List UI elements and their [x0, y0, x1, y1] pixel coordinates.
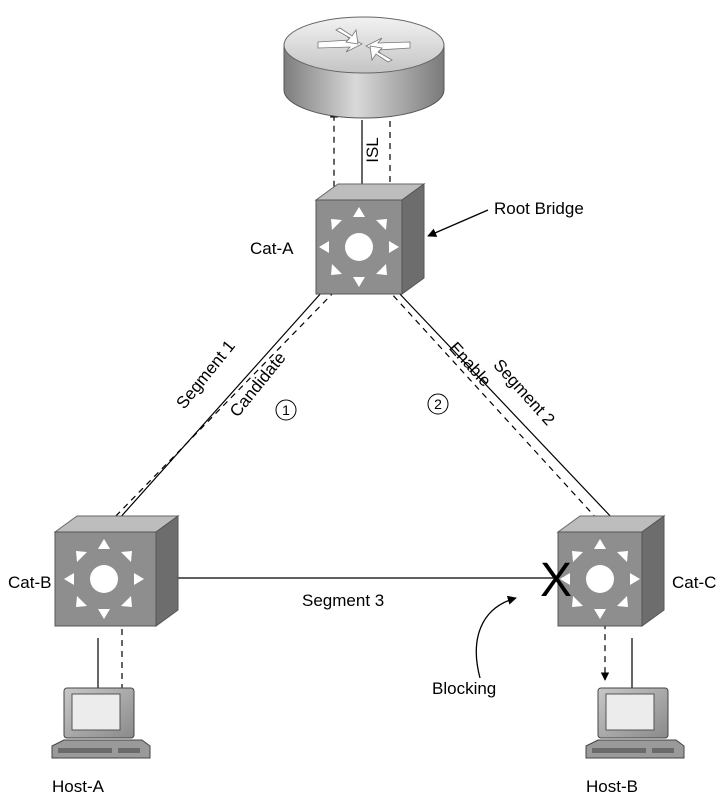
segment-1-line — [117, 291, 323, 521]
segment-2-line — [397, 291, 615, 521]
step-2-badge: 2 — [427, 393, 449, 415]
workstation-icon — [51, 687, 151, 759]
host-b — [585, 687, 685, 759]
step-1-number: 1 — [282, 402, 290, 418]
router-icon — [283, 16, 445, 119]
switch-cat-b — [53, 515, 180, 627]
root-bridge-label: Root Bridge — [494, 199, 584, 218]
switch-icon — [314, 183, 426, 295]
isl-label: ISL — [363, 137, 382, 163]
cat-b-label: Cat-B — [8, 573, 51, 592]
segment-3-label: Segment 3 — [302, 591, 384, 610]
switch-icon — [53, 515, 180, 627]
workstation-icon — [585, 687, 685, 759]
host-a-label: Host-A — [52, 777, 105, 796]
cat-c-label: Cat-C — [672, 573, 716, 592]
links — [97, 120, 633, 690]
host-a — [51, 687, 151, 759]
blocking-arrow — [475, 595, 517, 679]
root-bridge-arrow — [427, 209, 489, 237]
segment-2-label: Segment 2 — [490, 355, 559, 429]
cat-a-label: Cat-A — [250, 239, 294, 258]
blocking-label: Blocking — [432, 679, 496, 698]
enable-label: Enable — [445, 338, 495, 390]
switch-cat-c — [556, 515, 666, 627]
segment-1-label: Segment 1 — [172, 337, 239, 413]
step-1-badge: 1 — [275, 399, 297, 421]
host-b-label: Host-B — [586, 777, 638, 796]
switch-cat-a — [314, 183, 426, 295]
switch-icon — [556, 515, 666, 627]
step-2-number: 2 — [434, 396, 442, 412]
blocked-port-mark: X — [540, 554, 572, 607]
